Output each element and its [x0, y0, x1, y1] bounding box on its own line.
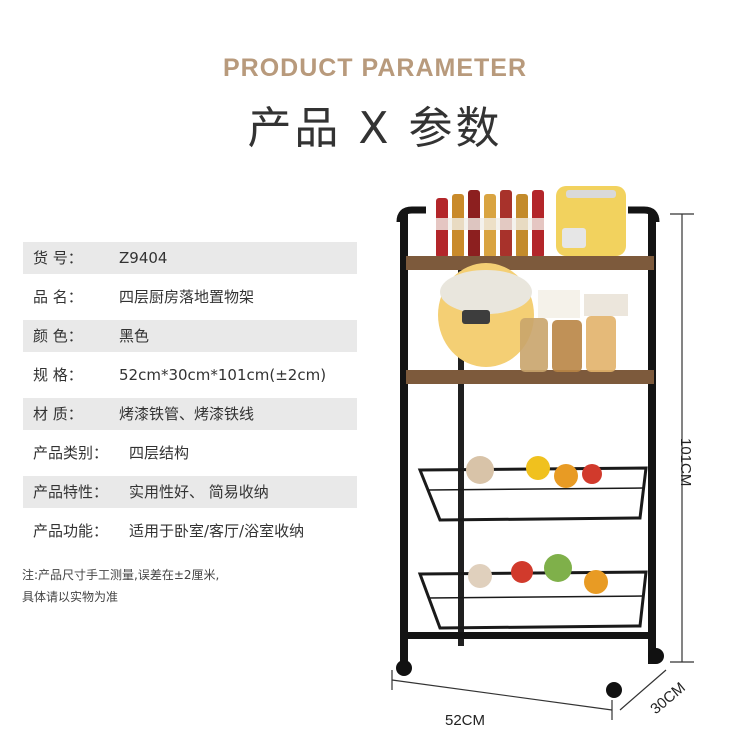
frame-post-back — [458, 266, 464, 646]
frame-post-right — [648, 214, 656, 664]
dimension-height: 101CM — [677, 438, 694, 487]
param-value: 烤漆铁管、烤漆铁线 — [119, 405, 255, 423]
param-label: 材 质： — [33, 405, 83, 423]
param-label: 产品特性： — [33, 483, 109, 501]
wheel-front-right — [648, 648, 664, 664]
param-row-item-number: 货 号： Z9404 — [23, 242, 357, 274]
title-chinese: 产品 X 参数 — [247, 103, 503, 154]
param-label: 颜 色： — [33, 327, 83, 345]
param-label: 货 号： — [33, 249, 83, 267]
param-row-features: 产品特性： 实用性好、 简易收纳 — [23, 476, 357, 508]
param-row-spec: 规 格： 52cm*30cm*101cm(±2cm) — [23, 359, 357, 391]
param-label: 规 格： — [33, 366, 83, 384]
shelf-top — [406, 256, 654, 270]
param-value: 四层结构 — [129, 444, 190, 462]
frame-post-left — [400, 214, 408, 664]
bottles-illustration — [436, 190, 544, 258]
jars-illustration — [520, 290, 628, 372]
wheel-back — [606, 682, 622, 698]
param-value: 黑色 — [119, 327, 150, 345]
param-row-material: 材 质： 烤漆铁管、烤漆铁线 — [23, 398, 357, 430]
param-value: 实用性好、 简易收纳 — [129, 483, 269, 501]
param-value: 适用于卧室/客厅/浴室收纳 — [129, 522, 305, 540]
param-row-name: 品 名： 四层厨房落地置物架 — [23, 281, 357, 313]
param-row-color: 颜 色： 黑色 — [23, 320, 357, 352]
toaster-illustration — [556, 186, 626, 256]
note-line-1: 注:产品尺寸手工测量,误差在±2厘米, — [22, 568, 220, 582]
wheel-front-left — [396, 660, 412, 676]
basket-upper — [417, 456, 648, 522]
param-label: 产品类别： — [33, 444, 109, 462]
title-english: PRODUCT PARAMETER — [222, 54, 528, 82]
note-line-2: 具体请以实物为准 — [22, 590, 119, 604]
param-label: 品 名： — [33, 288, 83, 306]
param-row-function: 产品功能： 适用于卧室/客厅/浴室收纳 — [23, 515, 357, 547]
dimension-width: 52CM — [445, 712, 486, 729]
param-row-category: 产品类别： 四层结构 — [23, 437, 357, 469]
measurement-note: 注:产品尺寸手工测量,误差在±2厘米, 具体请以实物为准 — [22, 564, 219, 608]
param-value: Z9404 — [119, 249, 168, 267]
param-value: 52cm*30cm*101cm(±2cm) — [119, 366, 327, 384]
parameter-list: 货 号： Z9404 品 名： 四层厨房落地置物架 颜 色： 黑色 规 格： 5… — [23, 242, 357, 554]
dimension-lines — [391, 213, 694, 720]
rice-cooker-illustration — [438, 263, 534, 367]
basket-lower — [417, 554, 648, 630]
param-value: 四层厨房落地置物架 — [119, 288, 255, 306]
param-label: 产品功能： — [33, 522, 109, 540]
product-image-rack — [391, 186, 694, 720]
shelf-middle — [406, 370, 654, 384]
